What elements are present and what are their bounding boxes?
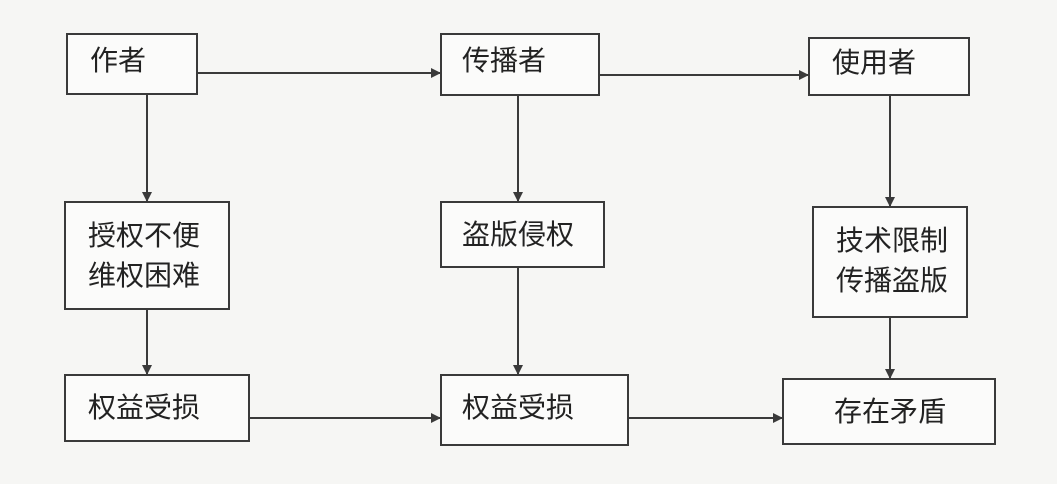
node-conflict: 存在矛盾 <box>782 378 996 445</box>
node-piracy-label: 盗版侵权 <box>462 218 575 251</box>
node-user-issue-line2: 传播盗版 <box>836 264 949 297</box>
node-author: 作者 <box>66 33 198 95</box>
node-conflict-label: 存在矛盾 <box>834 395 947 428</box>
node-disseminator-label: 传播者 <box>462 44 547 77</box>
node-author-harm: 权益受损 <box>64 374 250 442</box>
node-user-issue-line1: 技术限制 <box>836 224 949 257</box>
node-disseminator-harm-label: 权益受损 <box>462 391 575 424</box>
node-user-issue: 技术限制 传播盗版 <box>812 206 968 318</box>
node-disseminator-harm: 权益受损 <box>440 374 629 446</box>
node-author-label: 作者 <box>90 44 147 77</box>
node-user: 使用者 <box>808 37 970 96</box>
node-piracy: 盗版侵权 <box>440 201 605 268</box>
node-author-harm-label: 权益受损 <box>88 391 201 424</box>
node-author-issue: 授权不便 维权困难 <box>64 201 230 310</box>
node-disseminator: 传播者 <box>440 33 600 96</box>
node-author-issue-line2: 维权困难 <box>88 259 201 292</box>
node-user-label: 使用者 <box>832 46 917 79</box>
node-author-issue-line1: 授权不便 <box>88 219 201 252</box>
